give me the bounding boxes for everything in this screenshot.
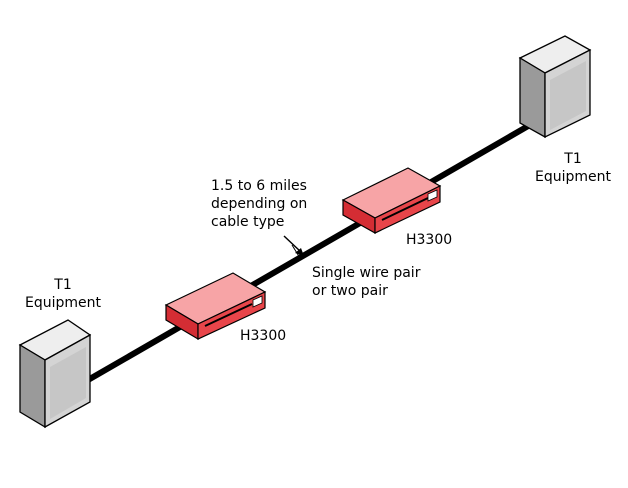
wire-note-line2: or two pair: [312, 283, 388, 299]
h3300-left-label: H3300: [240, 328, 287, 344]
distance-note-line3: cable type: [211, 214, 285, 230]
t1-left-line2: Equipment: [25, 295, 101, 311]
h3300-unit-right-icon: [341, 167, 442, 235]
distance-note-line2: depending on: [211, 196, 308, 212]
t1-right-line2: Equipment: [535, 169, 611, 185]
t1-equipment-right-label: T1 Equipment: [530, 150, 616, 186]
h3300-right-label: H3300: [406, 232, 453, 248]
wire-pointer: [291, 244, 301, 259]
t1-equipment-right-icon: [518, 35, 592, 139]
distance-note-line1: 1.5 to 6 miles: [211, 178, 307, 194]
t1-right-line1: T1: [564, 151, 582, 167]
cable-line: [85, 115, 545, 383]
h3300-unit-left-icon: [164, 272, 267, 341]
t1-equipment-left-label: T1 Equipment: [20, 276, 106, 312]
distance-pointer: [283, 235, 302, 253]
t1-equipment-left-icon: [18, 319, 92, 429]
wire-note-line1: Single wire pair: [312, 265, 421, 281]
distance-pointer-arrowhead: [295, 248, 304, 256]
wire-note: Single wire pair or two pair: [312, 264, 420, 300]
t1-left-line1: T1: [54, 277, 72, 293]
distance-note: 1.5 to 6 miles depending on cable type: [211, 177, 307, 231]
